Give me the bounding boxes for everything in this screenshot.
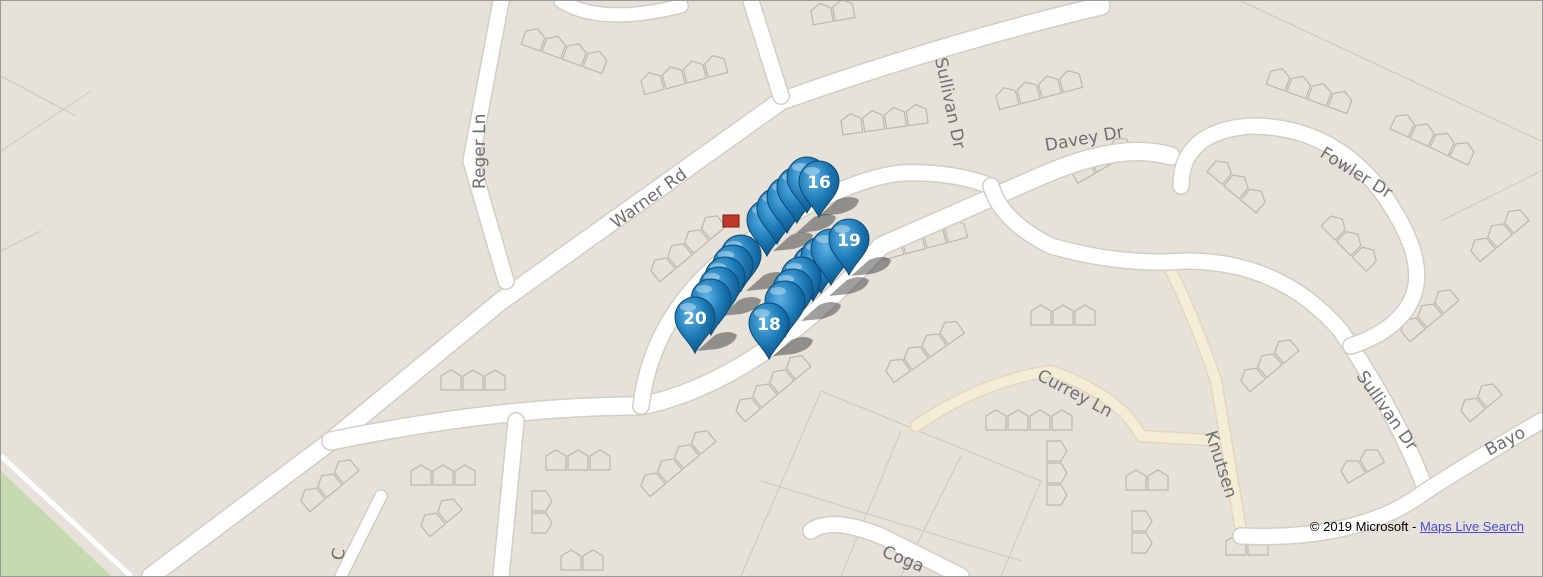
park-boundary-road <box>1 454 133 576</box>
street-label-warner-rd: Warner Rd <box>607 165 691 234</box>
copyright-text: © 2019 Microsoft - <box>1309 519 1420 534</box>
maps-live-search-link[interactable]: Maps Live Search <box>1419 519 1524 534</box>
park-area <box>1 471 111 576</box>
minor-roads <box>909 264 1248 538</box>
pin-cluster-north[interactable]: 16 <box>746 156 840 257</box>
pin-label-19: 19 <box>837 231 861 251</box>
street-label-fowler-dr: Fowler Dr <box>1316 143 1395 203</box>
location-marker-red[interactable] <box>722 214 740 228</box>
pin-cluster-south[interactable]: 19 18 <box>748 218 870 360</box>
map-pin-20[interactable]: 20 <box>674 296 716 354</box>
pin-label-18: 18 <box>757 315 781 335</box>
street-label-reger-ln: Reger Ln <box>470 114 490 189</box>
pin-cluster-west[interactable]: 20 <box>674 234 762 354</box>
pin-label-16: 16 <box>807 173 831 193</box>
street-label-sullivan-dr-north: Sullivan Dr <box>930 56 969 151</box>
map-attribution: © 2019 Microsoft - Maps Live Search <box>1310 519 1524 534</box>
map-pin-18[interactable]: 18 <box>748 302 790 360</box>
map-pin-19[interactable]: 19 <box>828 218 870 276</box>
street-label-c-partial: C <box>328 547 350 562</box>
map-pin-16[interactable]: 16 <box>798 160 840 218</box>
street-label-bayo: Bayo <box>1482 423 1529 461</box>
pin-label-20: 20 <box>683 309 707 329</box>
street-label-sullivan-dr-south: Sullivan Dr <box>1352 367 1421 454</box>
